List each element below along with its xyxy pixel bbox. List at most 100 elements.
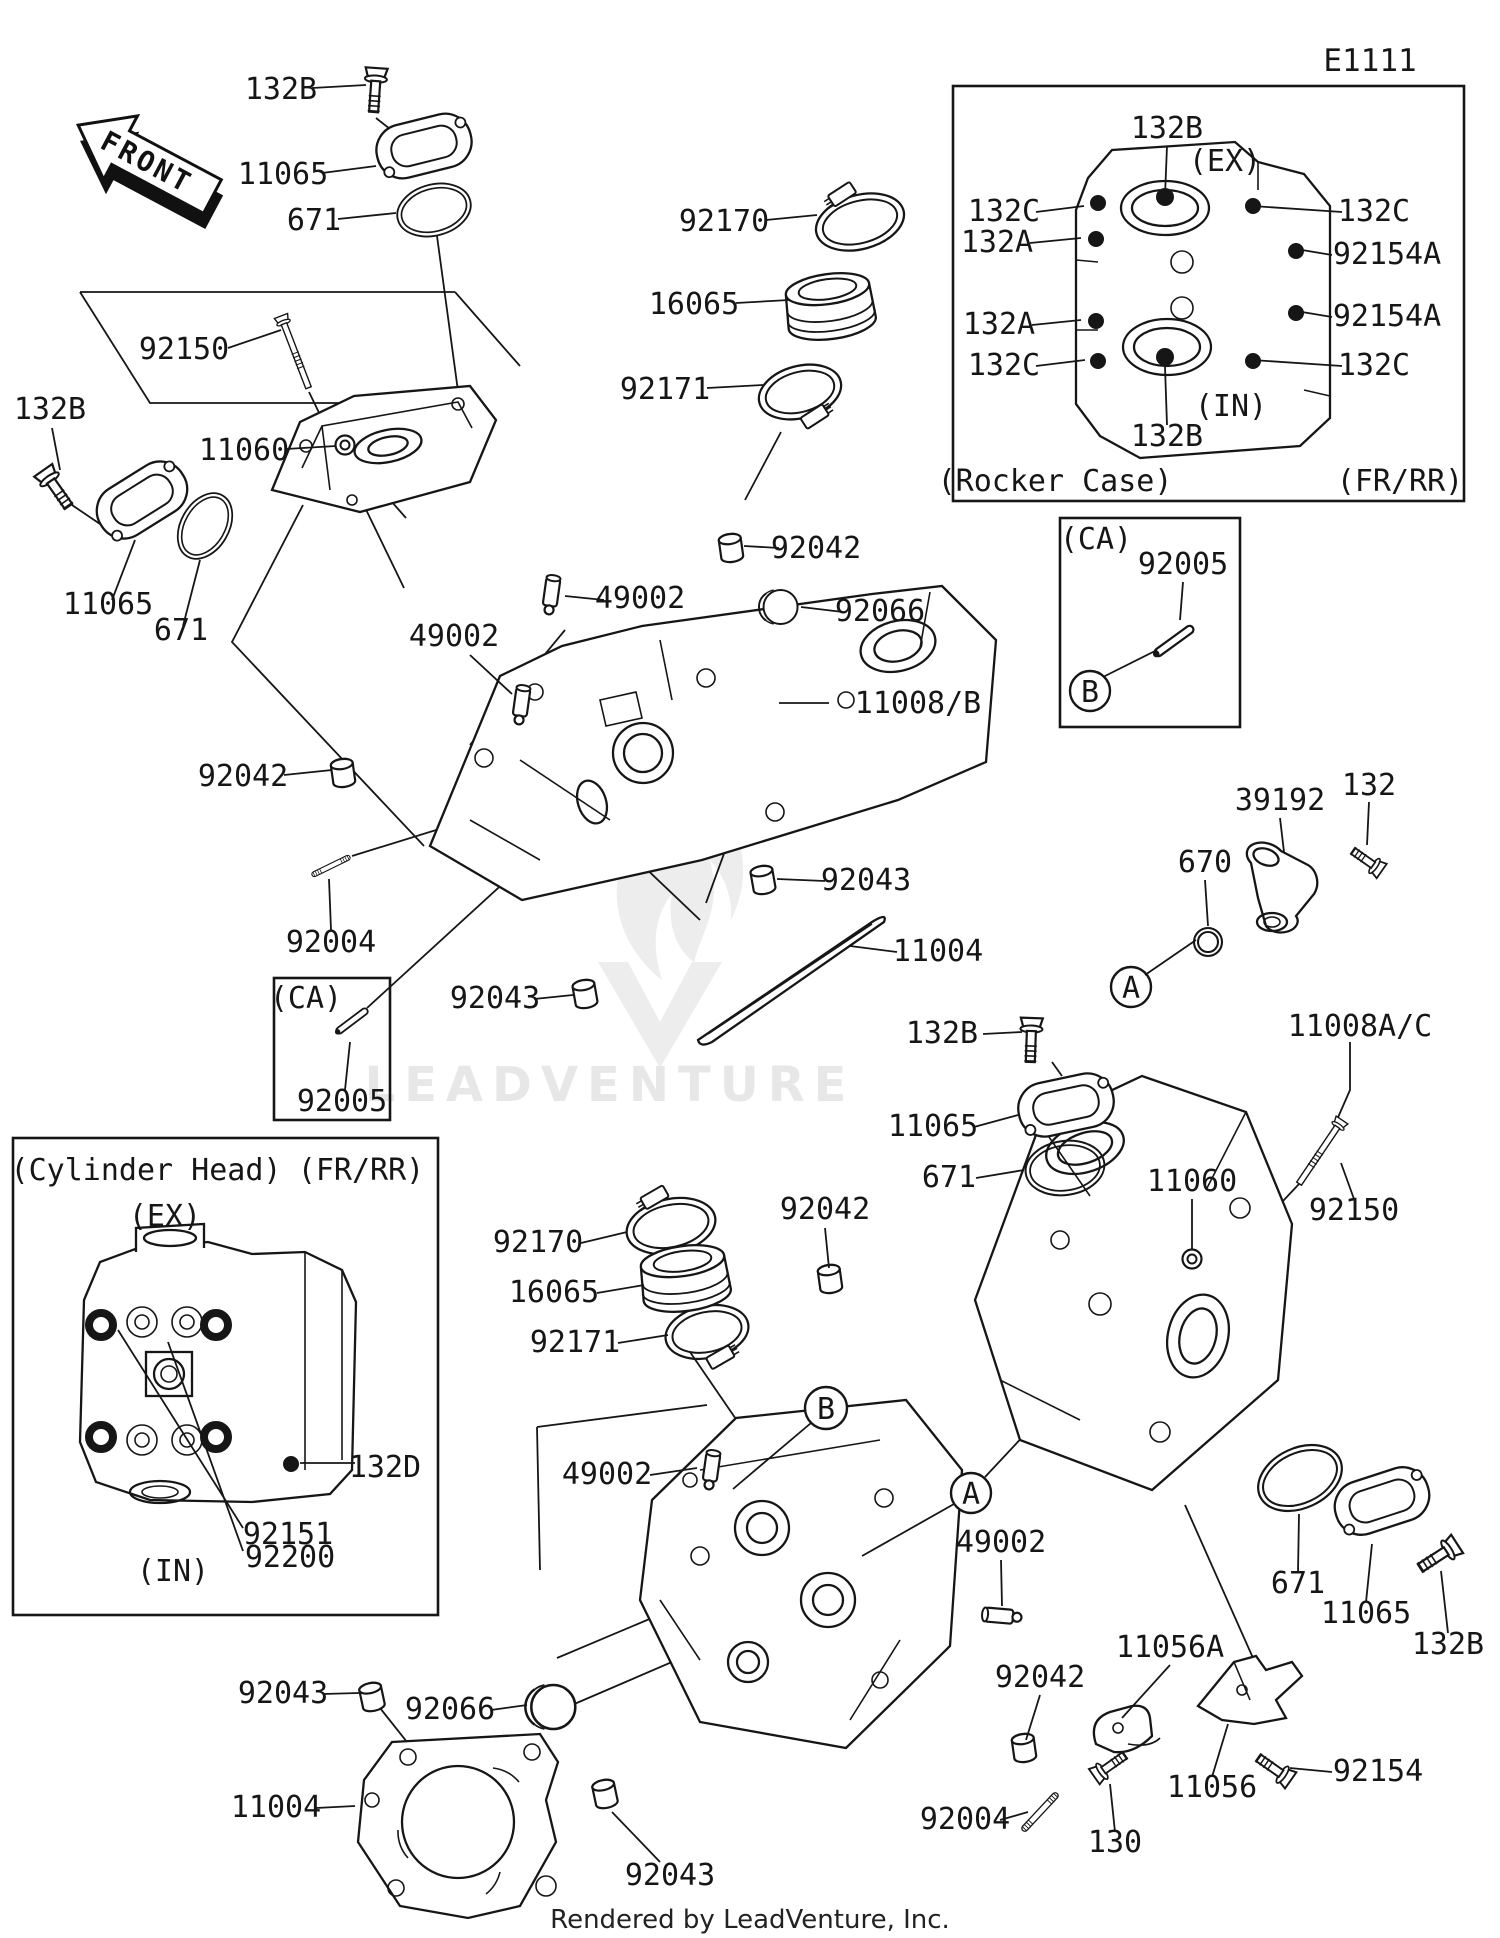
part-label: 671	[287, 203, 341, 238]
part-label: 92043	[625, 1858, 715, 1893]
part-label: 92004	[920, 1802, 1010, 1837]
part-label: 11008/B	[855, 686, 981, 721]
inset-label: 132C	[1338, 194, 1410, 229]
inset-label: (Cylinder Head)	[11, 1153, 282, 1188]
inset-label: (IN)	[1195, 389, 1267, 424]
part-label: 92043	[821, 863, 911, 898]
part-label: 671	[922, 1160, 976, 1195]
rocker-case-inset-box	[951, 84, 1466, 503]
page-code: E1111	[1323, 43, 1416, 79]
part-label: 671	[1271, 1566, 1325, 1601]
part-label: 132B	[1412, 1627, 1484, 1662]
inset-label: (CA)	[270, 981, 342, 1016]
rocker-case-inset-drawing	[1074, 140, 1332, 460]
cylinder-head-inset-box	[11, 1136, 440, 1617]
inset-label: 132C	[968, 348, 1040, 383]
inset-label: 92154A	[1333, 299, 1441, 334]
part-label: 92171	[620, 372, 710, 407]
view-ref-label: B	[817, 1392, 835, 1427]
leader-lines	[51, 84, 1449, 1863]
part-label: 92043	[450, 981, 540, 1016]
part-label: 92150	[1309, 1193, 1399, 1228]
part-label: 92043	[238, 1676, 328, 1711]
bolt-hole-dots	[1088, 188, 1304, 369]
view-ref-label: A	[1122, 971, 1140, 1006]
part-label: 11004	[893, 934, 983, 969]
inset-label: 132B	[1131, 419, 1203, 454]
water-fitting-drawing	[1245, 841, 1319, 934]
part-label: 39192	[1235, 783, 1325, 818]
watermark-text: LEADVENTURE	[365, 1057, 856, 1113]
part-label: 92042	[771, 531, 861, 566]
inset-label: (FR/RR)	[298, 1153, 424, 1188]
part-label: 11065	[63, 587, 153, 622]
part-label: 49002	[956, 1525, 1046, 1560]
part-label: 11008A/C	[1288, 1009, 1433, 1044]
part-label: 92042	[995, 1660, 1085, 1695]
part-label: 92066	[405, 1692, 495, 1727]
ca-inset-box-mid	[272, 976, 392, 1122]
view-ref-label: A	[962, 1477, 980, 1512]
part-label: 11056	[1167, 1770, 1257, 1805]
part-label: 11065	[888, 1109, 978, 1144]
inset-label: 132D	[349, 1450, 421, 1485]
part-label: 92170	[679, 204, 769, 239]
head-gasket-edge-drawing	[696, 915, 886, 1046]
part-label: 132B	[906, 1016, 978, 1051]
inset-label: (EX)	[1189, 144, 1261, 179]
view-ref-circles	[803, 669, 1153, 1515]
inset-label: 132A	[961, 225, 1033, 260]
part-label: 132B	[245, 72, 317, 107]
inset-label: (Rocker Case)	[938, 464, 1173, 499]
part-drawings	[33, 66, 1465, 1920]
front-direction-arrow: FRONT	[75, 113, 224, 229]
part-label: 92170	[493, 1225, 583, 1260]
o-ring-670	[1192, 926, 1224, 958]
part-label: 92154	[1333, 1754, 1423, 1789]
inset-label: 132B	[1131, 111, 1203, 146]
inset-label: 92151	[243, 1517, 333, 1552]
part-label: 11056A	[1116, 1630, 1224, 1665]
part-label: 11065	[1321, 1596, 1411, 1631]
inset-label: (EX)	[129, 1199, 201, 1234]
part-label: 92042	[198, 759, 288, 794]
cylinder-head-inset-drawing	[78, 1222, 358, 1505]
bracket-drawing-11056a	[1092, 1704, 1161, 1754]
inset-label: (CA)	[1060, 522, 1132, 557]
inset-label: 132C	[968, 194, 1040, 229]
part-label: 132	[1342, 768, 1396, 803]
part-label: 671	[154, 613, 208, 648]
rocker-case-drawing-3d	[973, 1074, 1294, 1492]
part-label: 49002	[409, 619, 499, 654]
part-label: 11065	[238, 157, 328, 192]
inset-label: (IN)	[137, 1554, 209, 1589]
part-label: 11060	[1147, 1164, 1237, 1199]
inset-label: 92154A	[1333, 237, 1441, 272]
part-label: 49002	[595, 581, 685, 616]
head-gasket-drawing	[356, 1732, 560, 1920]
part-label: 670	[1178, 845, 1232, 880]
inset-label: (FR/RR)	[1337, 464, 1463, 499]
part-label: 11060	[199, 433, 289, 468]
view-ref-label: B	[1081, 675, 1099, 710]
cylinder-head-drawing-front	[428, 584, 998, 902]
part-label: 92004	[286, 925, 376, 960]
inset-label: 92005	[297, 1084, 387, 1119]
part-label: 92171	[530, 1325, 620, 1360]
footer-credit: Rendered by LeadVenture, Inc.	[550, 1905, 950, 1935]
part-label: 11004	[231, 1790, 321, 1825]
part-label: 92150	[139, 332, 229, 367]
part-label: 132B	[14, 392, 86, 427]
ca-inset-box-right	[1058, 516, 1242, 729]
part-label: 16065	[649, 287, 739, 322]
part-label: 16065	[509, 1275, 599, 1310]
bracket-drawing-11056	[1196, 1654, 1304, 1726]
inset-label: 92200	[245, 1540, 335, 1575]
valve-cover-drawing	[270, 384, 498, 514]
part-label: 92042	[780, 1192, 870, 1227]
inset-label: 132A	[963, 307, 1035, 342]
cylinder-head-drawing-bottom	[638, 1398, 964, 1750]
